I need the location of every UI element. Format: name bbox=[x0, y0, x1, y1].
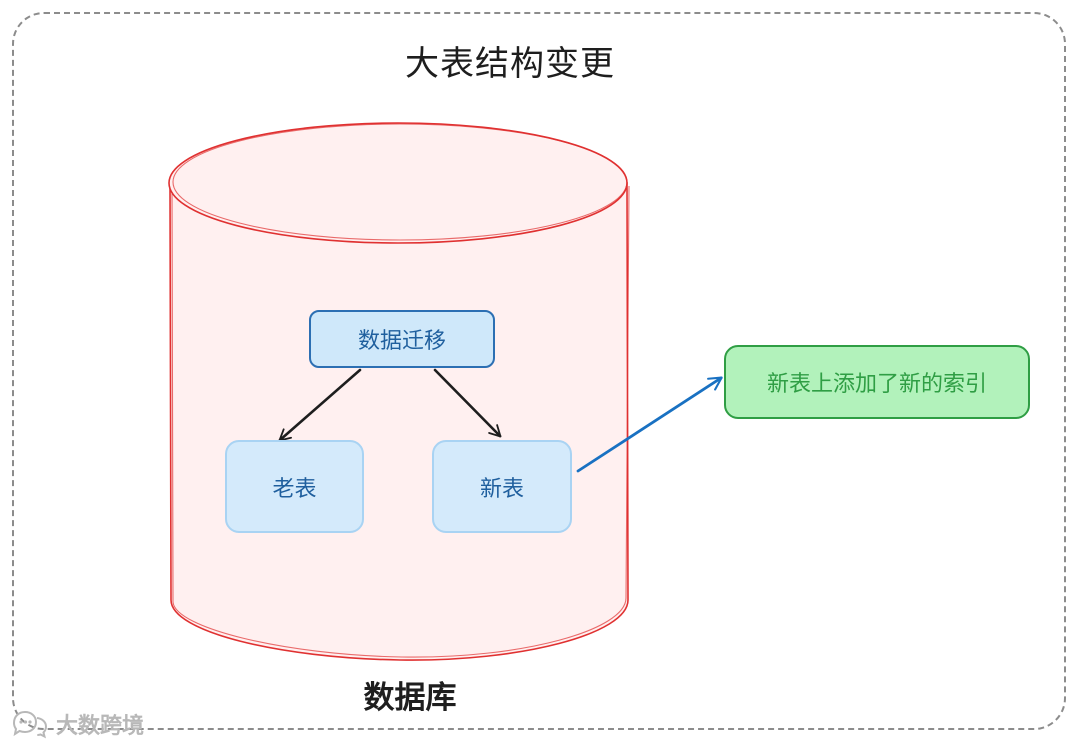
arrow-new-to-note bbox=[576, 376, 723, 473]
new-table-node: 新表 bbox=[432, 440, 572, 533]
diagram-frame bbox=[12, 12, 1066, 730]
new-table-label: 新表 bbox=[479, 476, 524, 502]
watermark: 大数跨境 bbox=[10, 708, 144, 740]
page-title: 大表结构变更 bbox=[405, 44, 615, 84]
arrow-migrate-to-new bbox=[433, 368, 502, 438]
arrow-migrate-to-old bbox=[278, 368, 362, 442]
database-label: 数据库 bbox=[363, 680, 457, 716]
cylinder-body-sketch bbox=[171, 185, 630, 658]
old-table-label: 老表 bbox=[272, 476, 317, 502]
database-cylinder bbox=[168, 122, 630, 661]
new-index-note: 新表上添加了新的索引 bbox=[724, 345, 1030, 419]
data-migration-node: 数据迁移 bbox=[309, 310, 495, 368]
new-index-note-label: 新表上添加了新的索引 bbox=[766, 372, 987, 397]
chat-bubbles-icon bbox=[12, 710, 48, 739]
watermark-text: 大数跨境 bbox=[56, 714, 145, 739]
data-migration-label: 数据迁移 bbox=[357, 329, 446, 354]
cylinder-body bbox=[169, 182, 629, 661]
cylinder-top-sketch bbox=[172, 123, 628, 241]
old-table-node: 老表 bbox=[225, 440, 364, 533]
